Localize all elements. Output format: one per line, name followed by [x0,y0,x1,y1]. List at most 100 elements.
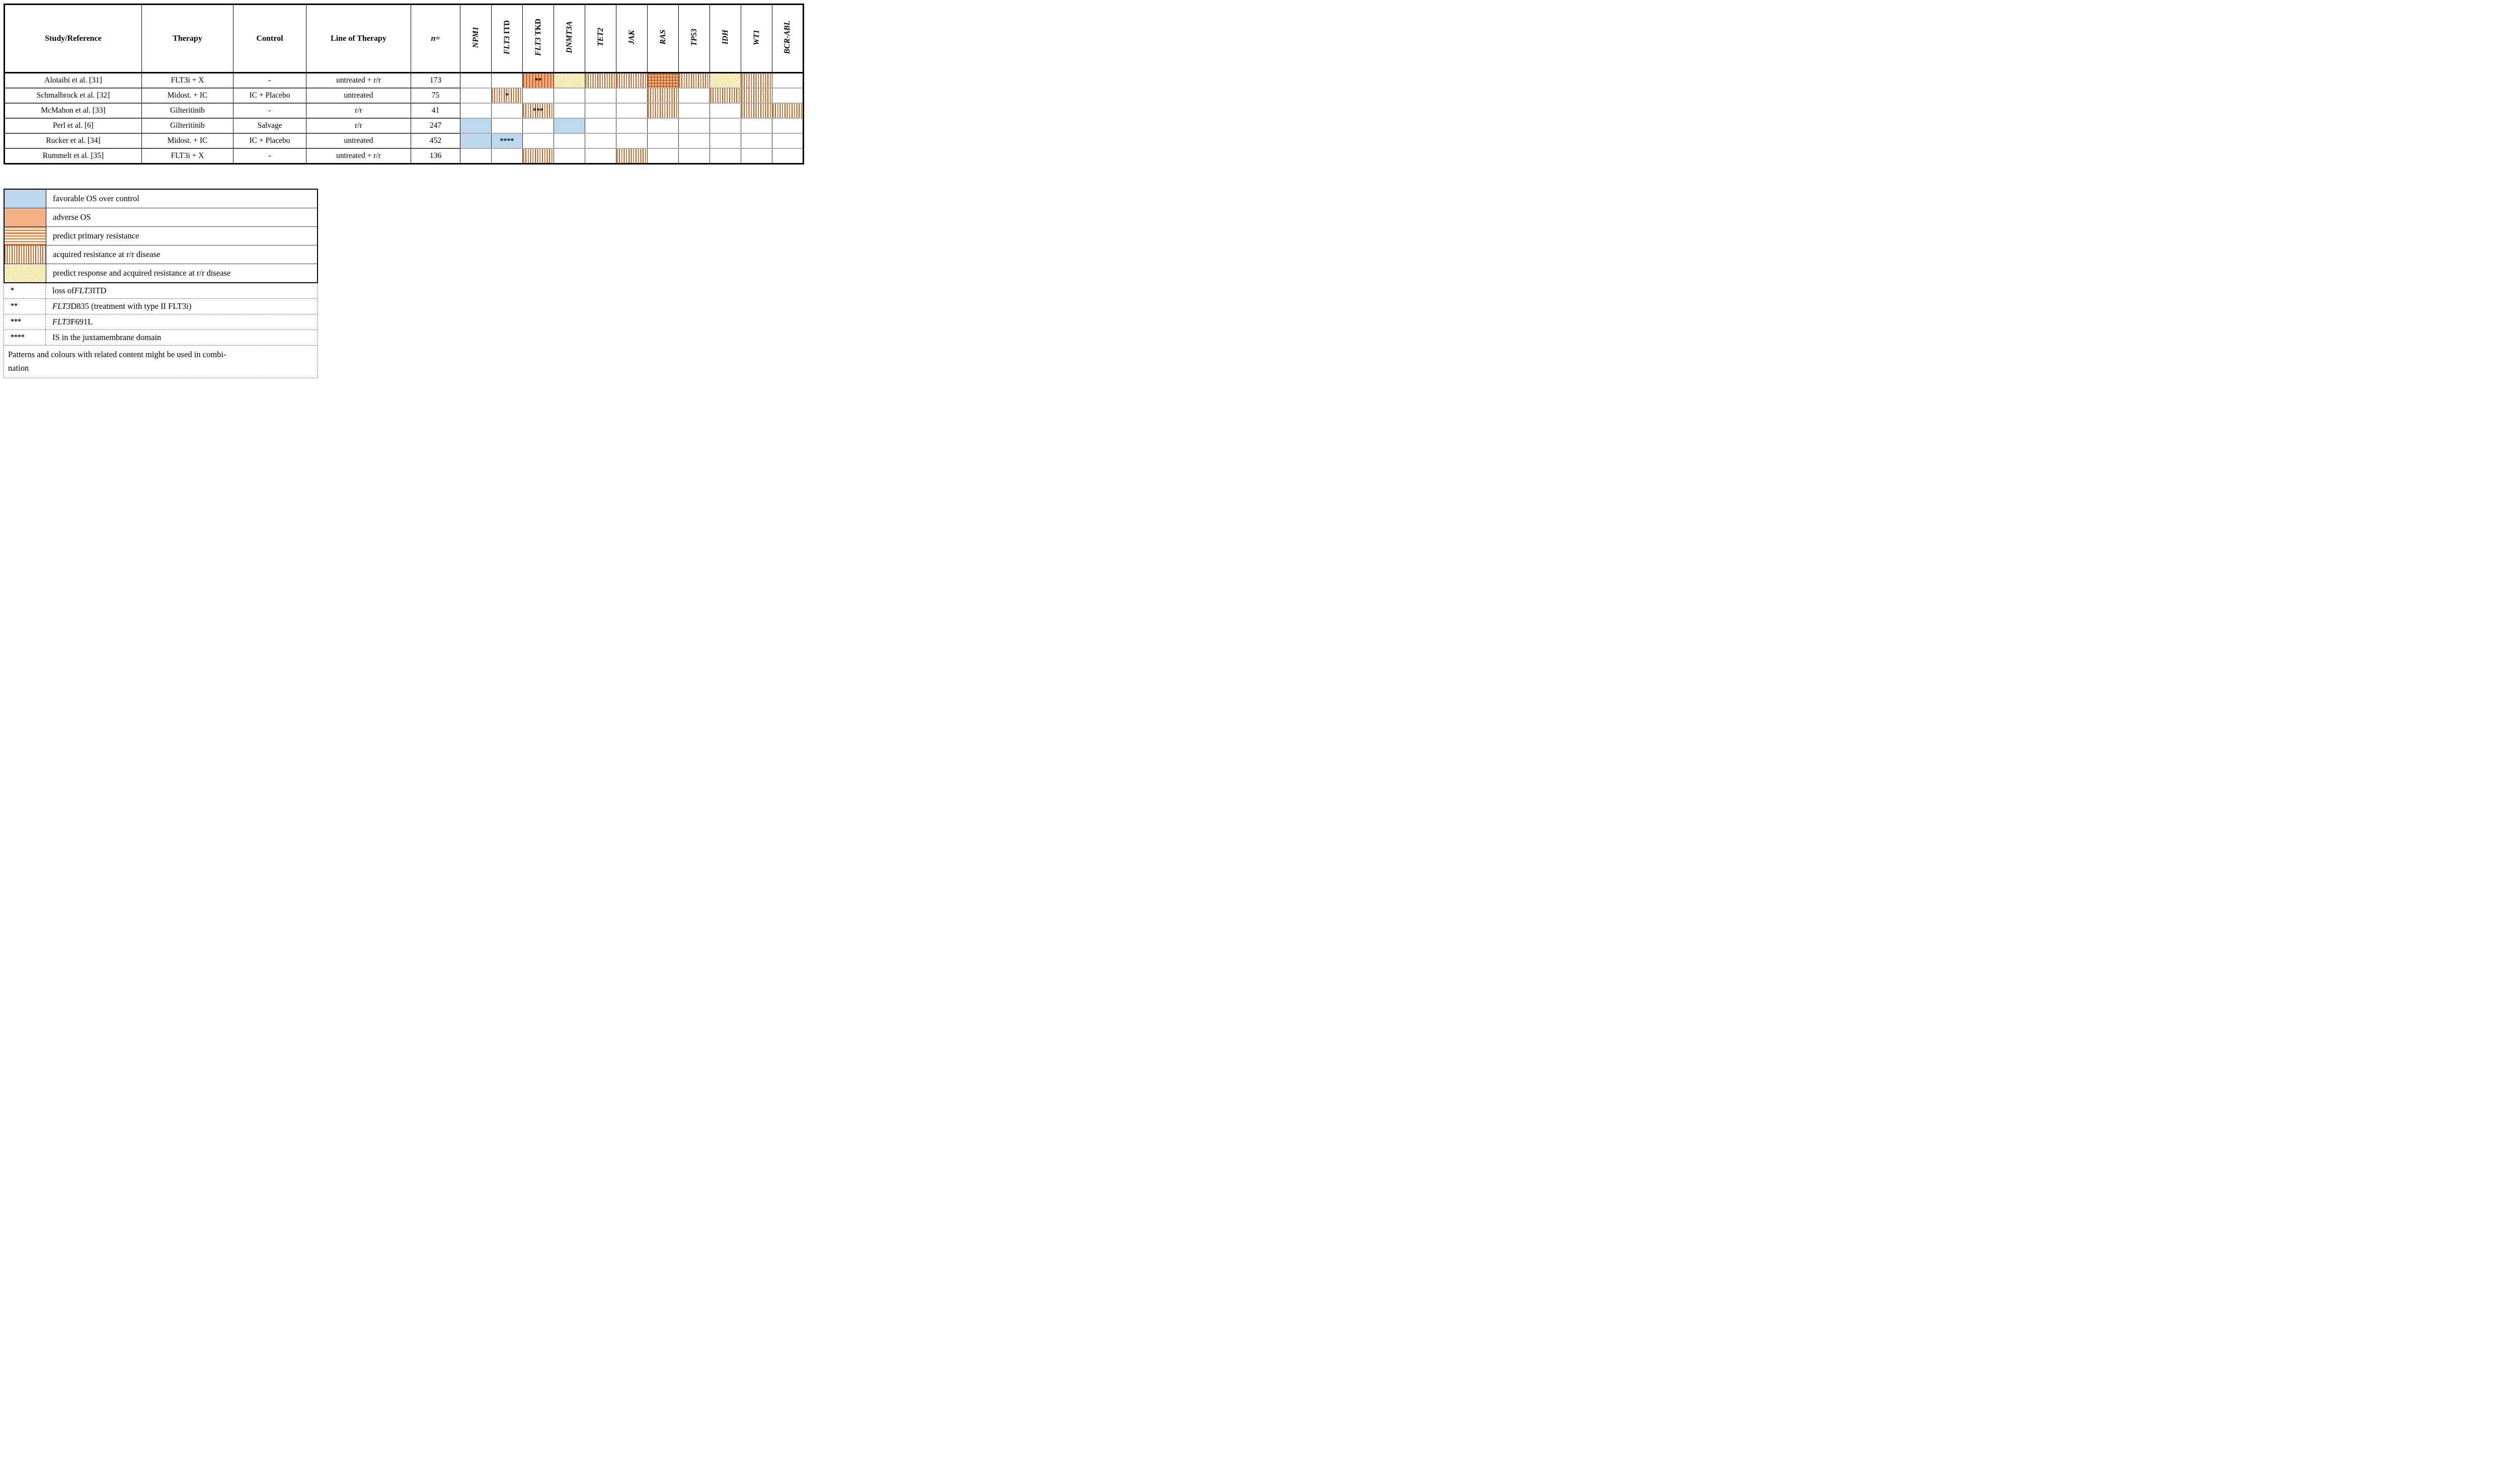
gene-cell-r2-c10 [772,103,804,118]
gene-cell-r0-c2: ** [522,72,554,88]
therapy-cell: Gilteritinib [141,103,233,118]
study-cell: Rummelt et al. [35] [4,148,142,164]
col-header-line-of-therapy: Line of Therapy [306,4,411,73]
gene-cell-r2-c3 [554,103,585,118]
control-cell: IC + Placebo [233,88,306,103]
gene-cell-r1-c0 [460,88,492,103]
legend-marker-label: IS in the juxtamembrane domain [52,333,162,342]
gene-cell-r5-c8 [710,148,741,164]
gene-cell-r1-c10 [772,88,804,103]
line-cell: untreated [306,88,411,103]
gene-cell-r1-c6 [647,88,679,103]
legend-label: favorable OS over control [53,194,139,203]
gene-cell-r0-c10 [772,72,804,88]
gene-cell-r1-c4 [585,88,616,103]
gene-cell-r4-c0 [460,133,492,148]
gene-cell-r0-c4 [585,72,616,88]
col-header-gene-9: WT1 [741,4,772,73]
legend-note: Patterns and colours with related conten… [4,346,318,378]
gene-cell-r5-c4 [585,148,616,164]
legend-note-line: nation [8,363,29,373]
control-cell: - [233,103,306,118]
gene-cell-r1-c3 [554,88,585,103]
legend-marker-symbol: ** [4,299,46,314]
gene-name-rotated: TET2 [596,28,605,47]
legend-note-line: Patterns and colours with related conten… [8,350,226,359]
legend-marker-row-3: ***FLT3 F691L [4,314,318,330]
legend: favorable OS over control adverse OS predi… [4,189,318,378]
legend-swatch-hstripes [5,227,46,245]
n-cell: 173 [411,72,460,88]
therapy-cell: Midost. + IC [141,133,233,148]
gene-cell-r4-c10 [772,133,804,148]
col-header-gene-3: DNMT3A [554,4,585,73]
col-header-gene-0: NPM1 [460,4,492,73]
gene-cell-r3-c4 [585,118,616,133]
col-header-control: Control [233,4,306,73]
col-header-n: n= [411,4,460,73]
study-cell: McMahon et al. [33] [4,103,142,118]
gene-cell-r5-c0 [460,148,492,164]
gene-cell-r3-c3 [554,118,585,133]
legend-swatch-orange [5,208,46,226]
legend-marker-label: loss of FLT3 ITD [52,286,107,295]
gene-name-rotated: IDH [721,30,730,45]
therapy-cell: FLT3i + X [141,72,233,88]
gene-cell-r5-c6 [647,148,679,164]
gene-cell-r2-c0 [460,103,492,118]
line-cell: r/r [306,103,411,118]
legend-marker-section: * loss of FLT3 ITD ** FLT3 D835 (treatment … [4,283,318,378]
col-header-gene-4: TET2 [585,4,616,73]
gene-cell-r4-c7 [678,133,710,148]
gene-name-rotated: FLT3 ITD [502,20,511,55]
gene-cell-r1-c1: * [491,88,523,103]
line-cell: untreated [306,133,411,148]
legend-label: adverse OS [53,212,91,222]
gene-cell-r2-c2: *** [522,103,554,118]
gene-cell-r4-c3 [554,133,585,148]
legend-row-vstripes: acquired resistance at r/r disease [5,245,317,264]
gene-cell-r2-c1 [491,103,523,118]
gene-cell-r2-c5 [616,103,648,118]
gene-cell-r3-c6 [647,118,679,133]
legend-row-ydiag: predict response and acquired resistance… [5,264,317,282]
n-cell: 75 [411,88,460,103]
gene-cell-r4-c5 [616,133,648,148]
gene-cell-r2-c7 [678,103,710,118]
legend-label: acquired resistance at r/r disease [53,250,161,259]
col-header-study: Study/Reference [4,4,142,73]
gene-cell-r2-c8 [710,103,741,118]
gene-cell-r3-c0 [460,118,492,133]
legend-color-section: favorable OS over control adverse OS predi… [4,189,318,283]
gene-cell-r2-c6 [647,103,679,118]
gene-cell-r5-c1 [491,148,523,164]
gene-cell-r2-c9 [741,103,772,118]
figure-page: Study/Reference Therapy Control Line of … [0,0,805,378]
control-cell: - [233,72,306,88]
gene-cell-r1-c5 [616,88,648,103]
legend-row-orange: adverse OS [5,208,317,226]
study-cell: Perl et al. [6] [4,118,142,133]
gene-cell-r4-c4 [585,133,616,148]
therapy-cell: Gilteritinib [141,118,233,133]
asterisk-marker: **** [500,137,514,145]
legend-swatch-vstripes [5,245,46,264]
legend-swatch-blue [5,190,46,208]
gene-name-rotated: FLT3 TKD [533,19,542,56]
gene-cell-r5-c9 [741,148,772,164]
gene-name-rotated: TP53 [689,28,698,46]
col-header-gene-8: IDH [710,4,741,73]
legend-marker-symbol: * [4,283,46,298]
legend-marker-label: FLT3 D835 (treatment with type II FLT3i) [52,301,192,311]
study-row-0: Alotaibi et al. [31]FLT3i + X-untreated … [4,72,804,88]
gene-cell-r4-c9 [741,133,772,148]
gene-cell-r4-c2 [522,133,554,148]
gene-name-rotated: DNMT3A [565,21,574,53]
gene-cell-r3-c2 [522,118,554,133]
study-row-5: Rummelt et al. [35]FLT3i + X-untreated +… [4,148,804,164]
legend-label: predict response and acquired resistance… [53,268,231,278]
gene-cell-r1-c8 [710,88,741,103]
gene-cell-r1-c2 [522,88,554,103]
n-cell: 136 [411,148,460,164]
